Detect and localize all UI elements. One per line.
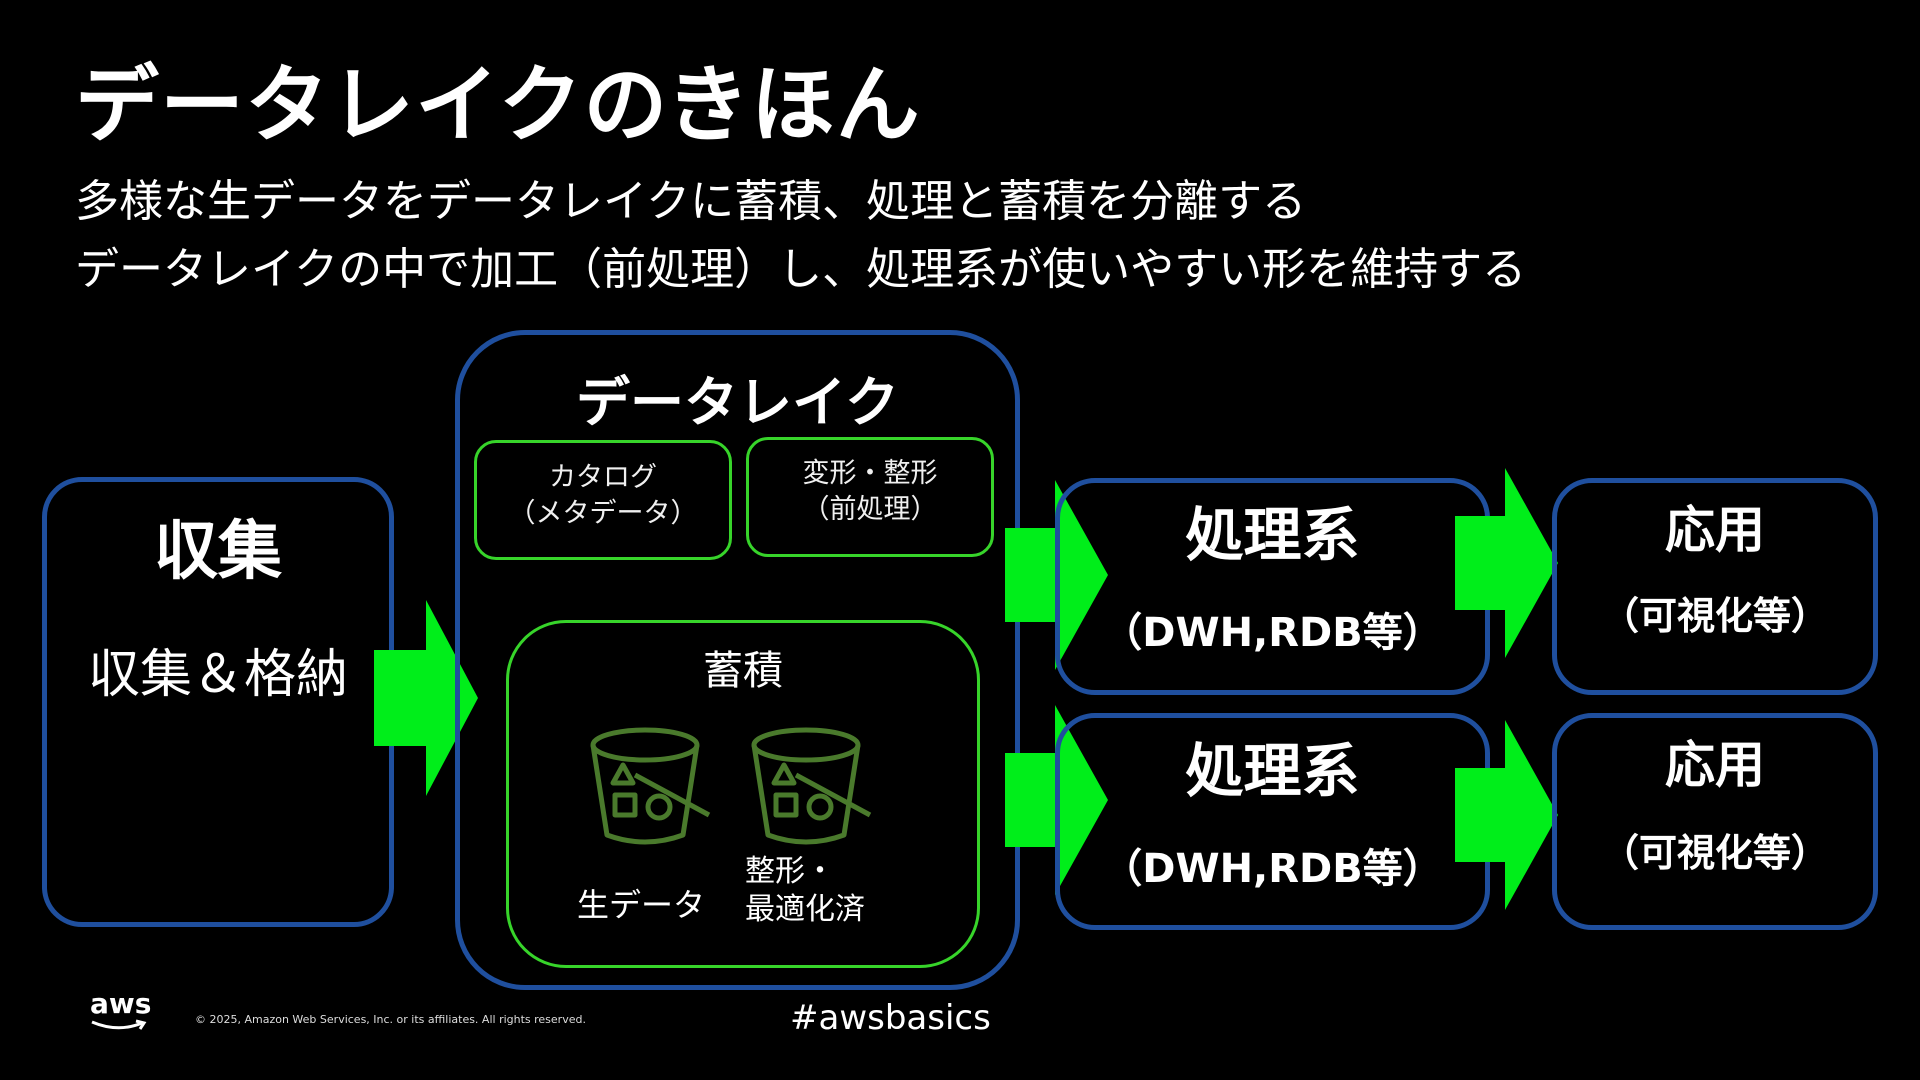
catalog-box [474, 440, 732, 560]
application-title-1: 応用 [1665, 501, 1765, 559]
transform-label: 変形・整形 （前処理） [746, 456, 994, 528]
application-title-2: 応用 [1665, 736, 1765, 794]
hashtag: #awsbasics [790, 998, 991, 1038]
aws-logo: aws [90, 990, 151, 1037]
slide-title: データレイクのきほん [75, 56, 921, 154]
storage-title: 蓄積 [703, 648, 783, 694]
optimized-data-label: 整形・ 最適化済 [745, 853, 895, 929]
collect-description: 収集＆格納 [87, 645, 348, 705]
processing-subtitle-1: （DWH,RDB等） [1102, 610, 1443, 656]
transform-label-line2: （前処理） [802, 494, 938, 525]
right-arrow-icon [1455, 720, 1558, 910]
collect-title: 収集 [154, 515, 282, 589]
aws-logo-text: aws [90, 987, 152, 1020]
datalake-box [455, 330, 1020, 990]
bucket-icon [590, 727, 711, 845]
transform-box [746, 437, 994, 557]
processing-title-2: 処理系 [1185, 737, 1360, 805]
catalog-label-line2: （メタデータ） [508, 498, 698, 529]
subtitle-line-1: 多様な生データをデータレイクに蓄積、処理と蓄積を分離する [75, 176, 1307, 227]
processing-title-1: 処理系 [1185, 501, 1360, 569]
aws-smile-icon [91, 1019, 147, 1030]
right-arrow-icon [1455, 468, 1558, 658]
catalog-label-line1: カタログ [549, 462, 657, 493]
bucket-icon [751, 727, 872, 845]
copyright-text: © 2025, Amazon Web Services, Inc. or its… [195, 1013, 586, 1026]
catalog-label: カタログ （メタデータ） [474, 460, 732, 532]
application-subtitle-1: （可視化等） [1600, 594, 1829, 638]
transform-label-line1: 変形・整形 [802, 458, 938, 489]
raw-data-label: 生データ [576, 886, 705, 924]
datalake-title: データレイク [576, 371, 899, 434]
right-arrow-icon [374, 600, 478, 796]
optimized-label-line2: 最適化済 [745, 892, 865, 927]
processing-subtitle-2: （DWH,RDB等） [1102, 846, 1443, 892]
application-box-1 [1552, 478, 1878, 695]
subtitle-line-2: データレイクの中で加工（前処理）し、処理系が使いやすい形を維持する [75, 244, 1527, 295]
application-box-2 [1552, 713, 1878, 930]
storage-box [506, 620, 980, 968]
application-subtitle-2: （可視化等） [1600, 831, 1829, 875]
optimized-label-line1: 整形・ [745, 854, 835, 889]
